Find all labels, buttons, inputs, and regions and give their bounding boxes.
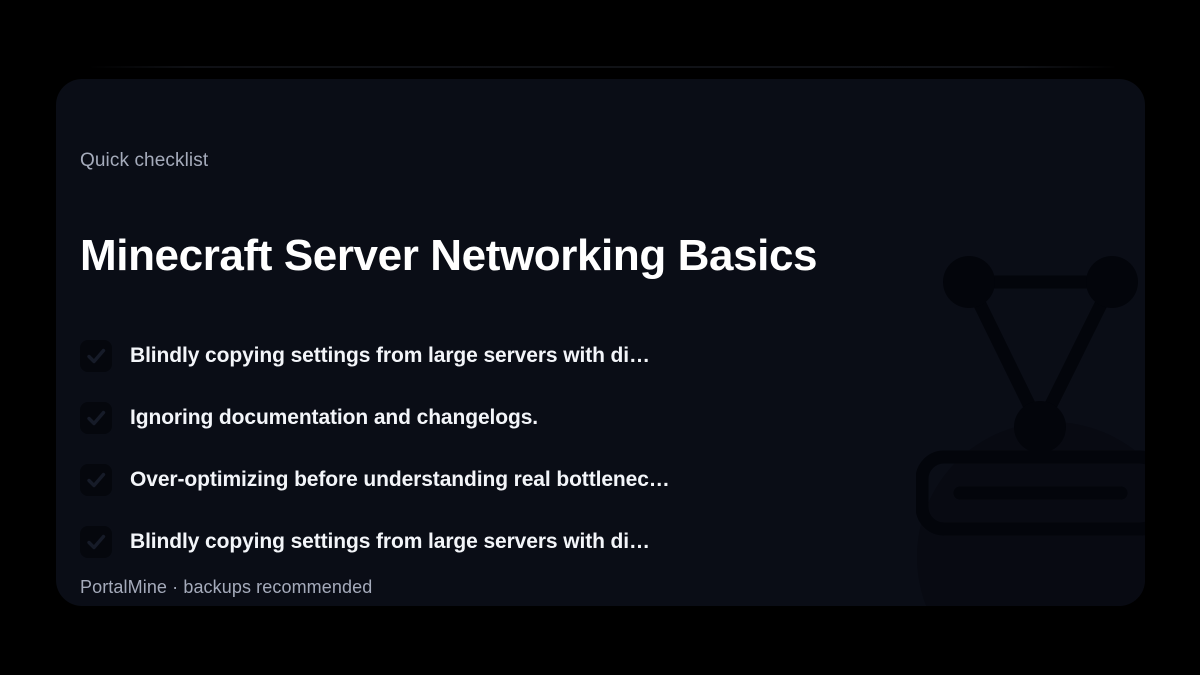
list-item-label: Ignoring documentation and changelogs.	[130, 406, 539, 429]
list-item[interactable]: Blindly copying settings from large serv…	[80, 325, 840, 387]
card-top-glow	[88, 66, 1118, 68]
checkbox-checked-icon[interactable]	[80, 464, 112, 496]
checklist-card: Quick checklist Minecraft Server Network…	[56, 79, 1145, 606]
checkbox-checked-icon[interactable]	[80, 526, 112, 558]
list-item[interactable]: Over-optimizing before understanding rea…	[80, 449, 840, 511]
checkbox-checked-icon[interactable]	[80, 402, 112, 434]
list-item-label: Blindly copying settings from large serv…	[130, 344, 650, 367]
checkbox-checked-icon[interactable]	[80, 340, 112, 372]
page-title: Minecraft Server Networking Basics	[80, 231, 818, 281]
card-content: Quick checklist Minecraft Server Network…	[56, 79, 1145, 606]
eyebrow-label: Quick checklist	[80, 150, 209, 171]
list-item-label: Blindly copying settings from large serv…	[130, 530, 650, 553]
list-item[interactable]: Ignoring documentation and changelogs.	[80, 387, 840, 449]
list-item[interactable]: Blindly copying settings from large serv…	[80, 511, 840, 573]
checklist: Blindly copying settings from large serv…	[80, 325, 840, 573]
list-item-label: Over-optimizing before understanding rea…	[130, 468, 670, 491]
card-footer: PortalMine · backups recommended	[80, 577, 373, 597]
